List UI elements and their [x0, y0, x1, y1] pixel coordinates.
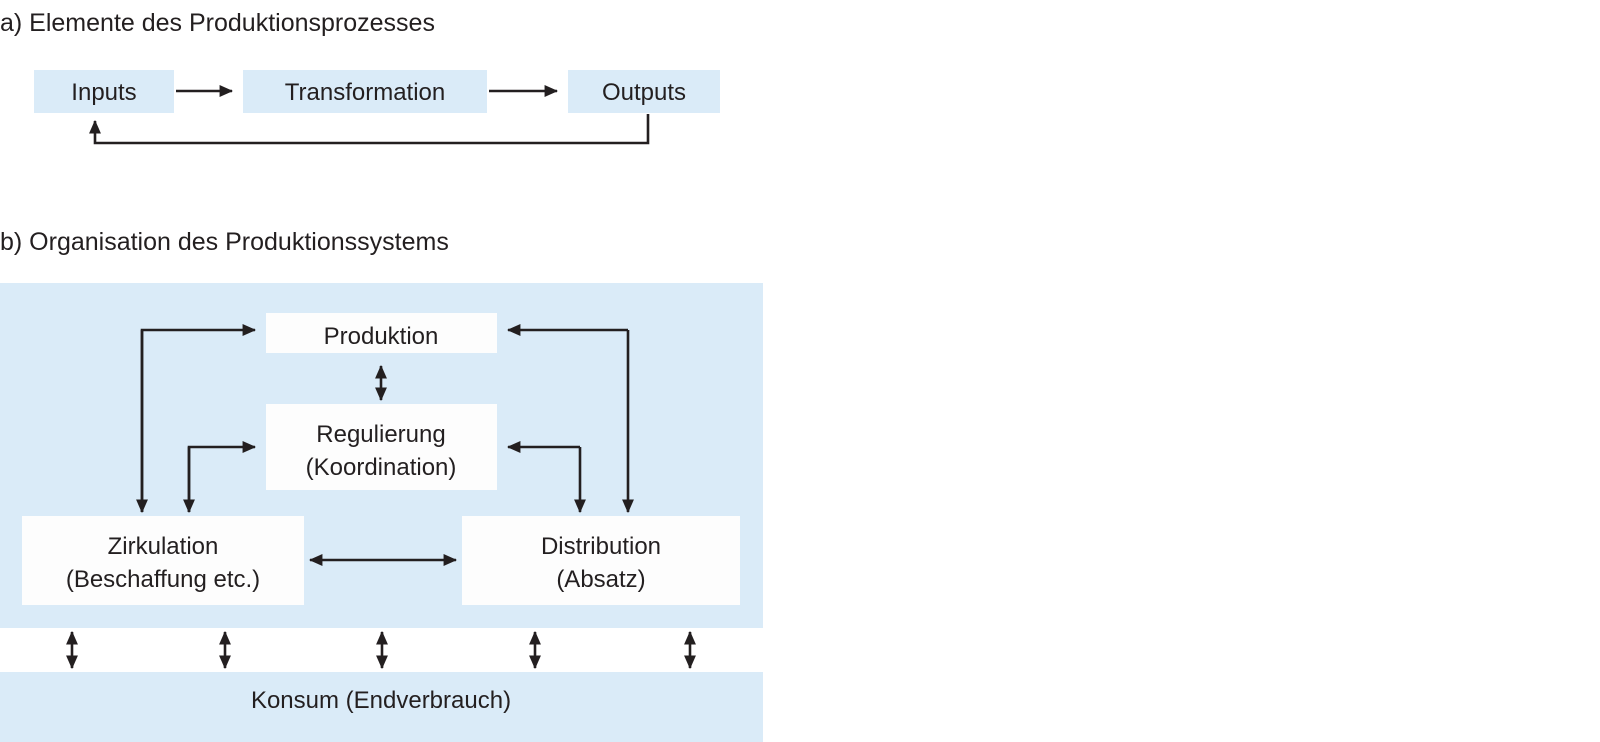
box-distribution-label-line1: Distribution — [541, 533, 661, 560]
box-produktion-label: Produktion — [324, 323, 439, 350]
arrow-feedback-outputs-to-inputs — [89, 114, 650, 145]
box-zirkulation-label-line2: (Beschaffung etc.) — [66, 566, 260, 593]
box-produktion — [266, 313, 497, 353]
box-regulierung — [266, 404, 497, 490]
box-distribution — [462, 516, 740, 605]
box-inputs-label: Inputs — [71, 79, 136, 106]
box-regulierung-label-line1: Regulierung — [316, 421, 445, 448]
box-outputs — [568, 70, 720, 113]
box-transformation-label: Transformation — [285, 79, 446, 106]
section-b-title: b) Organisation des Produktionssystems — [0, 228, 449, 256]
konsum-band — [0, 672, 763, 742]
box-regulierung-label-line2: (Koordination) — [306, 454, 457, 481]
box-outputs-label: Outputs — [602, 79, 686, 106]
box-distribution-label-line2: (Absatz) — [556, 566, 645, 593]
konsum-band-label: Konsum (Endverbrauch) — [251, 687, 511, 714]
box-transformation — [243, 70, 487, 113]
section-a-title: a) Elemente des Produktionsprozesses — [0, 9, 435, 37]
box-inputs — [34, 70, 174, 113]
box-zirkulation — [22, 516, 304, 605]
box-zirkulation-label-line1: Zirkulation — [108, 533, 219, 560]
